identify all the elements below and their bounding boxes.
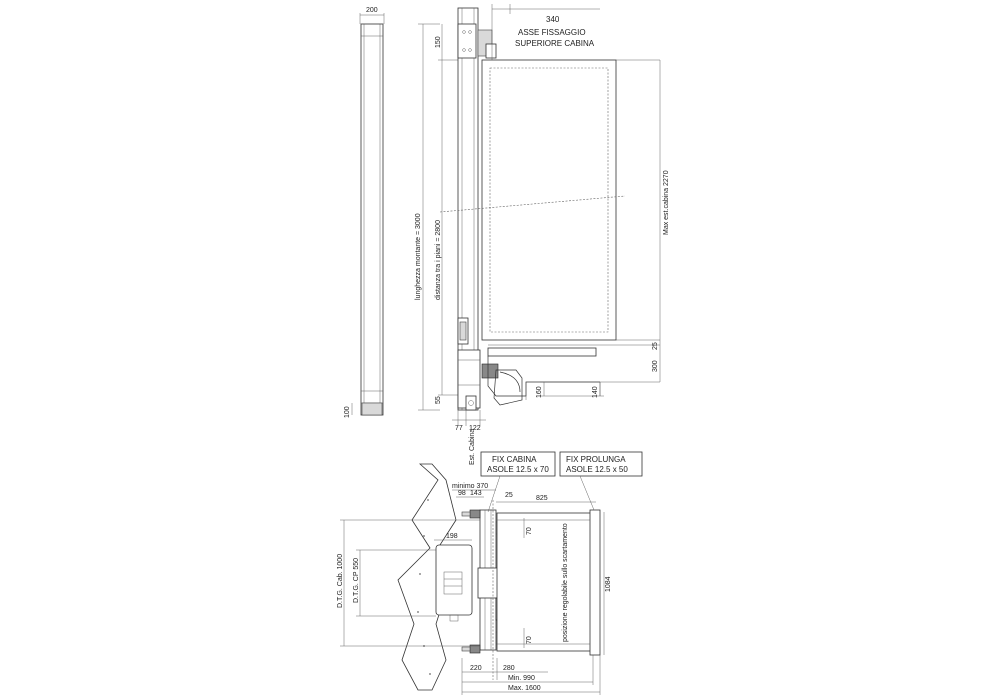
cabin-dimensions: Max est.cabina 2270 25 300 140 160 <box>536 60 670 398</box>
fix-callouts: FIX CABINA ASOLE 12.5 x 70 FIX PROLUNGA … <box>480 451 643 513</box>
slot-note-label: posizione regolabile sullo scartamento <box>562 523 569 642</box>
plan-bottom-dimensions: 220 280 Min. 990 Max. 1600 <box>461 655 601 695</box>
dim-25-plan-label: 25 <box>505 492 513 499</box>
fix-prolunga-line1: FIX PROLUNGA <box>566 455 626 464</box>
car-label: Est. Cabina <box>469 429 476 465</box>
dim-160-label: 160 <box>536 386 543 398</box>
dim-98-label: 98 <box>458 490 466 497</box>
right-offset-label: 122 <box>469 425 481 432</box>
plan-left-dimensions: D.T.G. Cab. 1000 D.T.G. CP 550 <box>337 519 480 647</box>
cabin-plan <box>492 500 601 680</box>
cabin-max-height-label: Max est.cabina 2270 <box>663 170 670 235</box>
floor-distance-label: distanza tra i piani = 2800 <box>435 220 442 300</box>
guide-rail <box>457 7 499 411</box>
left-offset-label: 77 <box>455 425 463 432</box>
dim-300-label: 300 <box>652 360 659 372</box>
column-width-label: 200 <box>366 7 378 14</box>
column-section: 198 <box>434 533 473 622</box>
dtg-cab-label: D.T.G. Cab. 1000 <box>337 554 344 608</box>
fix-prolunga-line2: ASOLE 12.5 x 50 <box>566 465 628 474</box>
dim-198-label: 198 <box>446 533 458 540</box>
dim-280-label: 280 <box>503 665 515 672</box>
column-base-label: 100 <box>344 406 351 418</box>
dtg-cp-label: D.T.G. CP 550 <box>353 558 360 603</box>
plan-right-dimensions: 70 70 posizione regolabile sullo scartam… <box>523 512 612 655</box>
axis-note-line2: SUPERIORE CABINA <box>515 39 595 48</box>
plan-top-dimensions: minimo 370 98 143 25 825 <box>452 483 596 503</box>
dim-220-label: 220 <box>470 665 482 672</box>
top-offset-label: 150 <box>435 36 442 48</box>
dim-143-label: 143 <box>470 490 482 497</box>
axis-annotation: 340 ASSE FISSAGGIO SUPERIORE CABINA <box>491 4 600 60</box>
floor-distance-dimension: 150 distanza tra i piani = 2800 55 <box>435 24 458 404</box>
max-1600-label: Max. 1600 <box>508 685 541 692</box>
fix-cabina-line1: FIX CABINA <box>492 455 537 464</box>
dim-25-label: 25 <box>652 342 659 350</box>
cabin-elevation <box>439 59 660 406</box>
fix-cabina-line2: ASOLE 12.5 x 70 <box>487 465 549 474</box>
rail-bottom-dimensions: 77 122 Est. Cabina <box>452 410 486 465</box>
min-990-label: Min. 990 <box>508 675 535 682</box>
dim-70b-label: 70 <box>526 636 533 644</box>
axis-note-line1: ASSE FISSAGGIO <box>518 28 586 37</box>
minimo-label: minimo 370 <box>452 483 488 490</box>
bottom-offset-label: 55 <box>435 396 442 404</box>
dim-825-label: 825 <box>536 495 548 502</box>
axis-value-label: 340 <box>546 15 560 24</box>
column-length-dimension: lunghezza montante = 3000 <box>415 23 440 411</box>
dim-70a-label: 70 <box>526 527 533 535</box>
dim-1084-label: 1084 <box>605 576 612 592</box>
column-elevation: 200 100 <box>344 7 385 418</box>
column-length-label: lunghezza montante = 3000 <box>415 213 422 300</box>
dim-140-label: 140 <box>592 386 599 398</box>
